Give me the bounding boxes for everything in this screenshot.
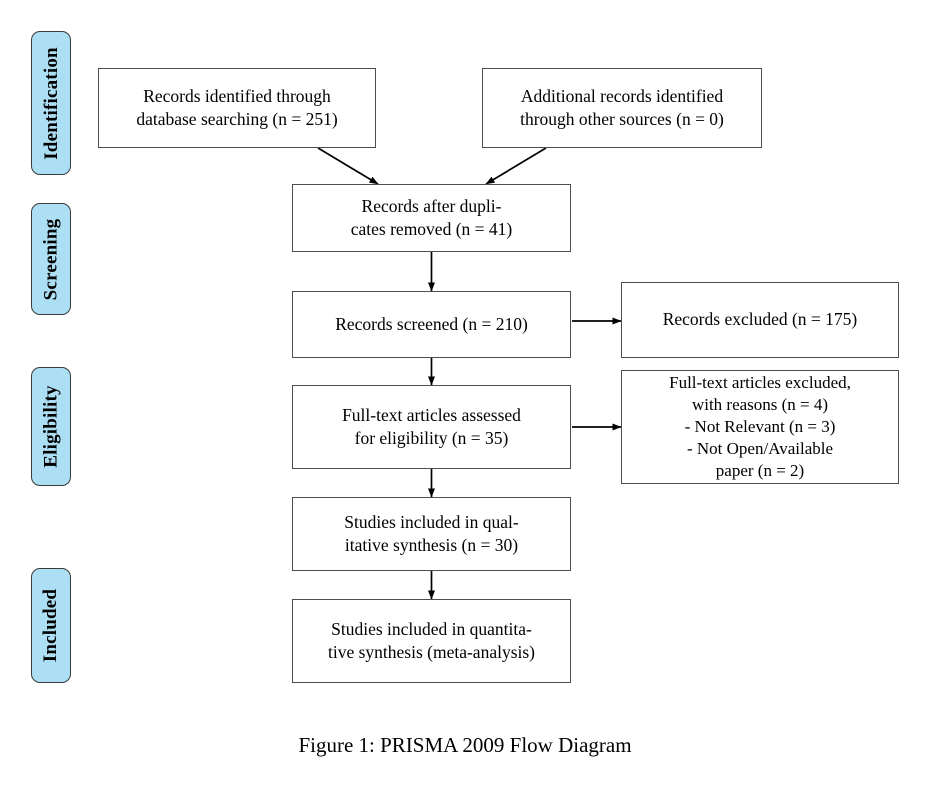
box-fulltext-excluded-text: Full-text articles excluded, with reason…: [669, 372, 851, 481]
box-duplicates-removed-text: Records after dupli- cates removed (n = …: [350, 195, 513, 239]
stage-label-included-text: Included: [40, 588, 62, 663]
box-fulltext-assessed: Full-text articles assessed for eligibil…: [292, 385, 571, 469]
box-records-screened-text: Records screened (n = 210): [335, 313, 528, 334]
box-records-screened: Records screened (n = 210): [292, 291, 571, 358]
stage-label-screening: Screening: [31, 203, 71, 315]
stage-label-eligibility: Eligibility: [31, 367, 71, 486]
figure-caption: Figure 1: PRISMA 2009 Flow Diagram: [298, 733, 632, 757]
box-duplicates-removed: Records after dupli- cates removed (n = …: [292, 184, 571, 252]
box-additional-records-text: Additional records identified through ot…: [520, 85, 724, 129]
stage-label-screening-text: Screening: [40, 218, 62, 300]
box-additional-records: Additional records identified through ot…: [482, 68, 762, 148]
stage-label-identification: Identification: [31, 31, 71, 175]
box-quantitative-synthesis-text: Studies included in quantita- tive synth…: [327, 618, 536, 662]
box-qualitative-synthesis-text: Studies included in qual- itative synthe…: [344, 511, 519, 555]
stage-label-identification-text: Identification: [40, 46, 62, 160]
stage-label-eligibility-text: Eligibility: [40, 385, 62, 468]
edge-additional-to-duplicates: [485, 147, 547, 185]
stage-label-included: Included: [31, 568, 71, 683]
box-qualitative-synthesis: Studies included in qual- itative synthe…: [292, 497, 571, 571]
box-fulltext-assessed-text: Full-text articles assessed for eligibil…: [342, 404, 521, 448]
box-records-identified-text: Records identified through database sear…: [136, 85, 338, 129]
box-quantitative-synthesis: Studies included in quantita- tive synth…: [292, 599, 571, 683]
box-records-excluded-text: Records excluded (n = 175): [662, 309, 858, 330]
box-records-identified: Records identified through database sear…: [98, 68, 376, 148]
box-fulltext-excluded: Full-text articles excluded, with reason…: [621, 370, 899, 484]
edge-identified-to-duplicates: [317, 147, 379, 185]
box-records-excluded: Records excluded (n = 175): [621, 282, 899, 358]
